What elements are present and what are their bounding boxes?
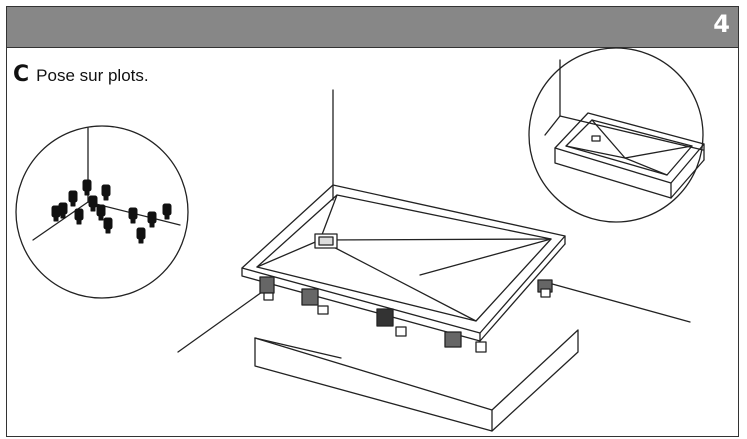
foot <box>444 331 487 353</box>
step-caption: C Pose sur plots. <box>13 62 149 87</box>
foot <box>376 308 407 337</box>
installed-tray-detail-circle <box>528 47 705 223</box>
step-letter: C <box>13 62 30 87</box>
foot <box>147 211 157 228</box>
front-panel <box>254 329 579 432</box>
step-text: Pose sur plots. <box>36 66 149 85</box>
shower-tray <box>241 184 566 342</box>
foot <box>136 227 146 244</box>
foot <box>162 203 172 220</box>
foot <box>96 204 106 221</box>
foot <box>88 195 98 212</box>
foot <box>51 205 61 222</box>
feet-group <box>51 179 172 244</box>
header-bar: 4 <box>7 7 738 48</box>
foot <box>74 208 84 225</box>
foot <box>101 184 111 201</box>
foot <box>68 190 78 207</box>
page-number: 4 <box>713 10 730 38</box>
foot <box>537 279 553 298</box>
foot <box>128 207 138 224</box>
tray-feet <box>259 276 553 353</box>
foot <box>259 276 275 301</box>
room-wall-lines <box>177 89 691 353</box>
foot <box>301 288 329 315</box>
foot <box>82 179 92 196</box>
foot <box>103 217 113 234</box>
